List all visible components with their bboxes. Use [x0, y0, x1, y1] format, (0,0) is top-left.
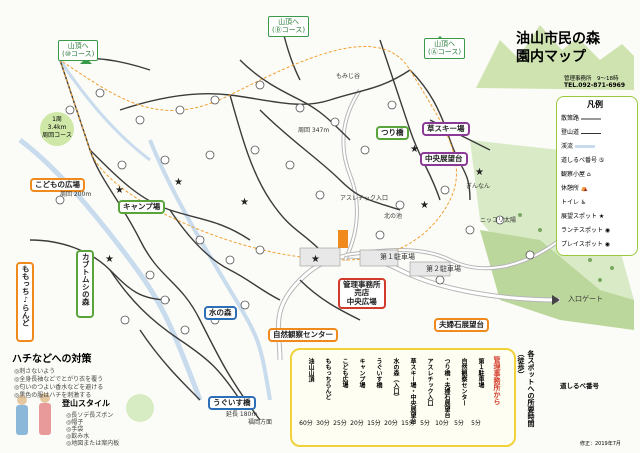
climb-tip-4: ◎飲み水	[66, 433, 90, 440]
label-tsuri-len: 周回 347m	[298, 127, 330, 134]
svg-text:★: ★	[105, 254, 114, 265]
hachi-tip-1: ◎刺さないよう	[14, 368, 56, 375]
map-title-block: 油山市民の森 園内マップ 管理事務所 9〜18時 TEL.092-871-696…	[476, 18, 634, 90]
office-hours: 管理事務所 9〜18時	[564, 76, 619, 82]
hachi-tip-4: ◎黒色の服はハチを刺激する	[14, 392, 92, 399]
climb-tip-2: ◎帽子	[66, 419, 84, 426]
legend-signpost: 道しるべ番号 ⑤	[561, 157, 605, 164]
label-kusa: 草スキー場	[422, 122, 470, 137]
time-dest-7: アスレチック入口	[426, 358, 433, 406]
climb-tip-3: ◎手袋	[66, 426, 84, 433]
label-tsuri: つり橋	[376, 126, 409, 141]
time-dest-10: 第１駐車場	[477, 358, 484, 388]
course-sign-b: 山頂へ(Ⓑコース)	[268, 16, 310, 37]
label-nature-center: 自然観察センター	[268, 328, 338, 343]
course-sign-a: 山頂へ(Ⓐコース)	[424, 38, 466, 59]
time-value-2: 25分	[333, 420, 347, 427]
legend-trail: 登山道	[561, 127, 601, 136]
time-dest-3: キャンプ場	[358, 358, 365, 388]
time-value-10: 5分	[471, 420, 481, 427]
svg-text:★: ★	[240, 197, 249, 208]
time-dest-9: 自然観察センター	[460, 358, 467, 406]
label-uguisu: うぐいす橋	[208, 396, 256, 411]
legend-toilet: トイレ ♿	[561, 199, 587, 206]
svg-text:★: ★	[174, 177, 183, 188]
time-value-6: 15分	[401, 420, 415, 427]
svg-text:★: ★	[475, 167, 484, 178]
label-mizu: 水の森	[204, 306, 237, 321]
time-dest-1: ももっちらんど	[324, 358, 331, 400]
label-camp: キャンプ場	[118, 200, 166, 215]
label-lot1: 第１駐車場	[380, 253, 415, 261]
time-value-9: 5分	[454, 420, 464, 427]
label-gate: 入口ゲート	[568, 295, 603, 303]
svg-text:★: ★	[311, 254, 320, 265]
legend-heading: 凡例	[587, 100, 603, 109]
legend-stream: 渓流	[561, 141, 595, 150]
label-north: 北の池	[384, 213, 403, 220]
label-kabuto: カブトムシの森	[76, 250, 95, 318]
legend-viewpoint: 展望スポット ★	[561, 213, 605, 220]
label-fuufu: 夫婦石展望台	[434, 318, 489, 333]
svg-text:★: ★	[420, 200, 429, 211]
legend-play: プレイスポット ◉	[561, 241, 610, 248]
time-dest-5: 水の森（入口）	[392, 358, 399, 400]
svg-text:★: ★	[115, 185, 124, 196]
time-value-0: 60分	[299, 420, 313, 427]
label-chuo: 中央展望台	[420, 152, 468, 167]
label-momo: ももっち♪らんど	[16, 262, 35, 342]
legend-lunch: ランチスポット ◉	[561, 227, 611, 234]
label-office: 管理事務所売店中央広場	[338, 278, 386, 309]
label-kodomo: こどもの広場	[30, 178, 85, 193]
time-dest-0: 油山山頂	[307, 358, 314, 382]
climb-tip-5: ◎地図または案内板	[66, 440, 120, 447]
park-name: 油山市民の森	[516, 31, 600, 47]
label-momiji: もみじ谷	[336, 73, 361, 80]
label-ubaido: ニッコリ太陽	[480, 217, 517, 224]
office-tel: TEL.092-871-6969	[564, 82, 626, 89]
label-ginnan: ぎんなん	[466, 183, 491, 190]
hachi-tip-3: ◎匂いのつよい香水などを避ける	[14, 384, 104, 391]
svg-text:★: ★	[410, 144, 419, 155]
legend-hut: 観察小屋 ⌂	[561, 171, 591, 178]
label-athletic: アスレチック入口	[340, 195, 389, 202]
climb-tip-1: ◎長ソデ長ズボン	[66, 412, 114, 419]
map-title: 園内マップ	[516, 49, 586, 65]
time-value-5: 20分	[384, 420, 398, 427]
signpost-label: 道しるべ番号	[560, 382, 599, 390]
climb-title: 登山スタイル	[62, 399, 110, 408]
label-kodomo-len: 周回 200m	[60, 191, 92, 198]
label-uguisu-len: 延長 180m	[226, 411, 258, 418]
time-value-1: 30分	[316, 420, 330, 427]
label-fukuoka: 福岡方面	[248, 419, 273, 426]
time-from: 管理事務所から	[493, 356, 501, 405]
time-value-8: 10分	[435, 420, 449, 427]
time-dest-4: うぐいす橋	[375, 358, 382, 388]
walking-time-table: 管理事務所から 油山山頂 60分 ももっちらんど 30分 こども広場 25分 キャンプ場 20…	[290, 348, 516, 447]
hachi-tip-2: ◎全身長袖などでとがり衣を覆う	[14, 376, 104, 383]
time-dest-6: 草スキー場・中央展望台	[409, 358, 416, 424]
hachi-title: ハチなどへの対策	[12, 354, 92, 365]
legend-walkway: 散策路	[561, 113, 601, 122]
signpost-note: 修正：2019年7月	[580, 441, 621, 447]
time-title: 各スポットへの所要時間（徒歩）	[517, 350, 535, 427]
time-dest-8: つり橋・夫婦石展望台	[443, 358, 450, 418]
time-value-7: 5分	[420, 420, 430, 427]
time-value-4: 15分	[367, 420, 381, 427]
time-dest-2: こども広場	[341, 358, 348, 388]
course-sign-c: 山頂へ(⑩コース)	[58, 40, 99, 61]
map-legend: 凡例 散策路 登山道 渓流 道しるべ番号 ⑤ 観察小屋 ⌂ 休憩所 ⛺ トイレ …	[556, 96, 638, 256]
time-value-3: 20分	[350, 420, 364, 427]
legend-rest: 休憩所 ⛺	[561, 185, 589, 192]
label-lot2: 第２駐車場	[426, 265, 461, 273]
